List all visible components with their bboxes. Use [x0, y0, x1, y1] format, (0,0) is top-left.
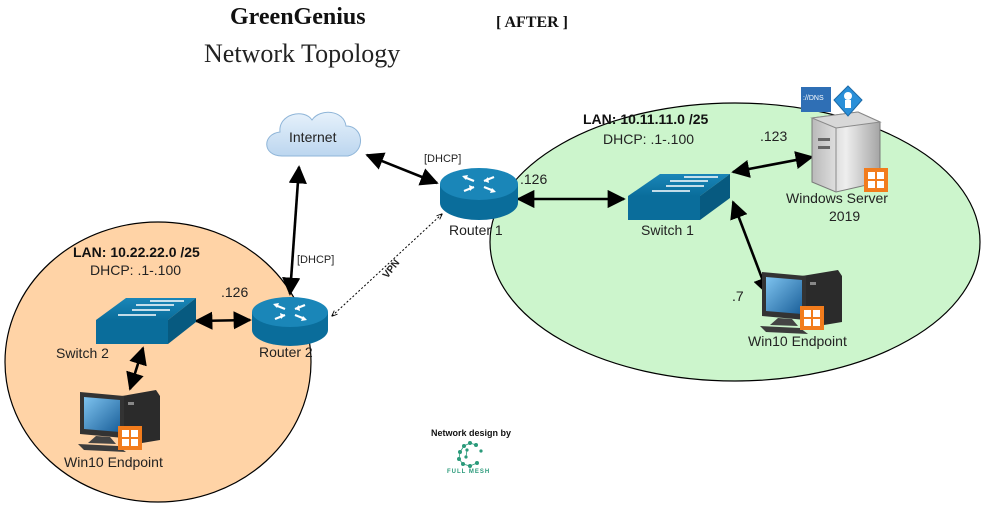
lan-right-zone [489, 102, 981, 382]
diagram-title: GreenGenius [230, 4, 366, 30]
office-icon [800, 306, 824, 330]
office-icon [864, 168, 888, 192]
office-icon [118, 426, 142, 450]
lan-right-dhcp: DHCP: .1-.100 [603, 131, 695, 147]
full-mesh-logo-icon [457, 441, 483, 468]
brand-text: FULL MESH [447, 469, 491, 475]
diagram-subtitle: Network Topology [204, 39, 401, 68]
cloud-icon [266, 111, 361, 157]
dns-badge-label: ://DNS [803, 95, 824, 102]
dhcp-link-label-router1: [DHCP] [424, 153, 462, 165]
credit-text: Network design by [431, 428, 512, 438]
lan-left-network: LAN: 10.22.22.0 /25 [73, 244, 200, 260]
switch-2-icon [96, 298, 196, 344]
server-ip: .123 [760, 128, 788, 144]
switch-2-label: Switch 2 [56, 345, 109, 361]
stage-badge: [ AFTER ] [496, 14, 568, 31]
endpoint-left-label: Win10 Endpoint [64, 454, 163, 470]
router-1-icon [440, 168, 518, 220]
router-2-icon [252, 297, 328, 346]
link-vpn [332, 214, 442, 316]
links [126, 151, 814, 391]
router-1-ip: .126 [520, 171, 548, 187]
link-switch2-endpoint [126, 346, 147, 391]
dns-badge-icon [801, 87, 831, 112]
ad-directory-icon [833, 85, 863, 117]
endpoint-right-ip: .7 [732, 288, 744, 304]
lan-right-network: LAN: 10.11.11.0 /25 [583, 111, 709, 127]
router-2-ip: .126 [221, 284, 249, 300]
switch-1-label: Switch 1 [641, 222, 694, 238]
endpoint-right-label: Win10 Endpoint [748, 333, 847, 349]
server-label-line1: Windows Server [786, 190, 888, 206]
dhcp-link-label-router2: [DHCP] [297, 254, 335, 266]
link-internet-router2 [282, 165, 307, 296]
router-2-label: Router 2 [259, 344, 313, 360]
server-label-line2: 2019 [829, 208, 861, 224]
router-1-label: Router 1 [449, 222, 503, 238]
link-internet-router1 [365, 152, 439, 186]
link-switch1-server [731, 151, 814, 178]
link-switch2-router2 [194, 311, 252, 330]
lan-left-dhcp: DHCP: .1-.100 [90, 262, 182, 278]
switch-1-icon [628, 174, 730, 220]
internet-label: Internet [289, 129, 337, 145]
